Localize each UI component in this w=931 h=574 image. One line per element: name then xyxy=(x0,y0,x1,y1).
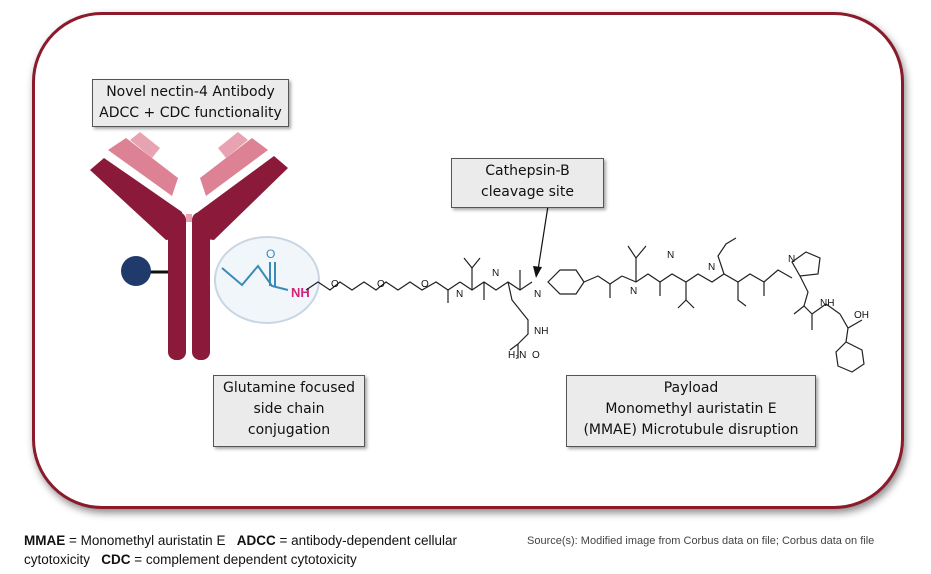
payload-callout: Payload Monomethyl auristatin E (MMAE) M… xyxy=(566,375,816,447)
oh-label: OH xyxy=(854,310,869,321)
ether-o-2: O xyxy=(377,279,385,290)
cathepsin-callout-line1: Cathepsin-B xyxy=(485,163,570,179)
glutamine-callout-line1: Glutamine focused xyxy=(222,380,355,396)
adcc-abbr: ADCC xyxy=(236,533,276,548)
adcc-def: = antibody-dependent cellular xyxy=(275,533,457,548)
mmae-n-1: N xyxy=(630,286,637,297)
payload-callout-line3: (MMAE) Microtubule disruption xyxy=(583,422,799,438)
peptide-n-1: N xyxy=(456,289,463,300)
mmae-def: = Monomethyl auristatin E xyxy=(65,533,237,548)
mmae-nh-label: NH xyxy=(820,298,834,309)
urea-o-label: O xyxy=(532,350,540,361)
antibody-callout-line1: Novel nectin-4 Antibody xyxy=(106,84,275,100)
mmae-n-4: N xyxy=(788,254,795,265)
cdc-abbr: CDC xyxy=(101,552,131,567)
mmae-n-3: N xyxy=(708,262,715,273)
amide-nh-label: NH xyxy=(291,285,310,300)
payload-callout-line1: Payload xyxy=(663,380,719,396)
mmae-abbr: MMAE xyxy=(24,533,66,548)
linker-chain xyxy=(305,237,865,373)
urea-nh-label: NH xyxy=(534,326,548,337)
cathepsin-callout-line2: cleavage site xyxy=(481,184,574,200)
ether-o-1: O xyxy=(331,279,339,290)
source-note: Source(s): Modified image from Corbus da… xyxy=(527,535,875,547)
cathepsin-callout: Cathepsin-B cleavage site xyxy=(451,158,604,208)
glutamine-callout-line3: conjugation xyxy=(247,422,331,438)
adcc-def-2: cytotoxicity xyxy=(24,552,102,567)
peptide-n-3: N xyxy=(534,289,541,300)
payload-callout-line2: Monomethyl auristatin E xyxy=(605,401,777,417)
peptide-n-2: N xyxy=(492,268,499,279)
mmae-n-2: N xyxy=(667,250,674,261)
antibody-callout: Novel nectin-4 Antibody ADCC + CDC funct… xyxy=(92,79,289,127)
cdc-def: = complement dependent cytotoxicity xyxy=(130,552,357,567)
abbreviations-footnote: MMAE = Monomethyl auristatin E ADCC = an… xyxy=(24,531,457,569)
ether-o-3: O xyxy=(421,279,429,290)
amide-group: O NH xyxy=(221,247,310,300)
conjugate-ball xyxy=(121,256,151,286)
antibody-graphic xyxy=(90,132,288,360)
urea-h2n-label: H₂N xyxy=(508,350,526,361)
antibody-callout-line2: ADCC + CDC functionality xyxy=(99,105,282,121)
cleavage-arrow xyxy=(537,205,549,271)
glutamine-callout-line2: side chain xyxy=(253,401,325,417)
amide-o-label: O xyxy=(266,247,275,261)
glutamine-callout: Glutamine focused side chain conjugation xyxy=(213,375,365,447)
